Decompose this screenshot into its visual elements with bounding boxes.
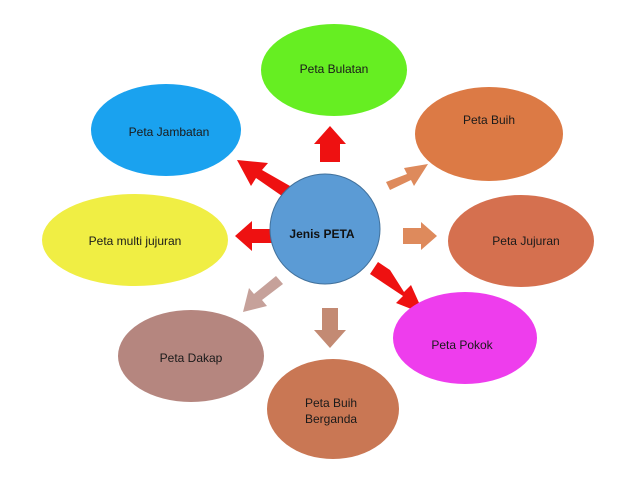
node-peta-bulatan-shape <box>261 24 407 116</box>
node-peta-buih-berganda-label-line1: Peta Buih <box>305 396 357 410</box>
node-peta-dakap-label: Peta Dakap <box>160 351 223 365</box>
center-node-label: Jenis PETA <box>289 227 354 241</box>
arrow-up <box>314 126 346 162</box>
arrow-down <box>314 308 346 348</box>
node-peta-jambatan-shape <box>91 84 241 176</box>
node-peta-buih-shape <box>415 87 563 181</box>
node-peta-buih-berganda-label-line2: Berganda <box>305 412 357 426</box>
node-peta-buih-berganda-shape <box>267 359 399 459</box>
node-peta-jambatan: Peta Jambatan <box>91 84 241 176</box>
node-peta-dakap-shape <box>118 310 264 402</box>
arrow-upper-left <box>237 160 290 196</box>
node-peta-pokok-shape <box>393 292 537 384</box>
arrow-left <box>235 221 276 251</box>
node-peta-buih-label: Peta Buih <box>463 113 515 127</box>
node-peta-jambatan-label: Peta Jambatan <box>129 125 210 139</box>
center-node: Jenis PETA <box>269 173 381 285</box>
node-peta-pokok: Peta Pokok <box>393 292 537 384</box>
arrow-right <box>403 222 437 250</box>
node-peta-bulatan: Peta Bulatan <box>261 24 407 116</box>
arrows-group <box>235 126 437 348</box>
node-peta-multi-jujuran-shape <box>42 194 228 286</box>
node-peta-jujuran-shape <box>448 195 594 287</box>
arrow-upper-right <box>386 164 428 190</box>
node-peta-dakap: Peta Dakap <box>118 310 264 402</box>
node-peta-buih-berganda: Peta Buih Berganda <box>267 359 399 459</box>
node-peta-pokok-label: Peta Pokok <box>431 338 493 352</box>
node-peta-multi-jujuran: Peta multi jujuran <box>42 194 228 286</box>
node-peta-multi-jujuran-label: Peta multi jujuran <box>89 234 182 248</box>
node-peta-buih: Peta Buih <box>415 87 563 181</box>
arrow-lower-left <box>243 276 283 312</box>
node-peta-bulatan-label: Peta Bulatan <box>300 62 369 76</box>
node-peta-jujuran-label: Peta Jujuran <box>492 234 559 248</box>
node-peta-jujuran: Peta Jujuran <box>448 195 594 287</box>
arrow-lower-right <box>370 262 424 314</box>
center-node-shape <box>269 173 381 285</box>
